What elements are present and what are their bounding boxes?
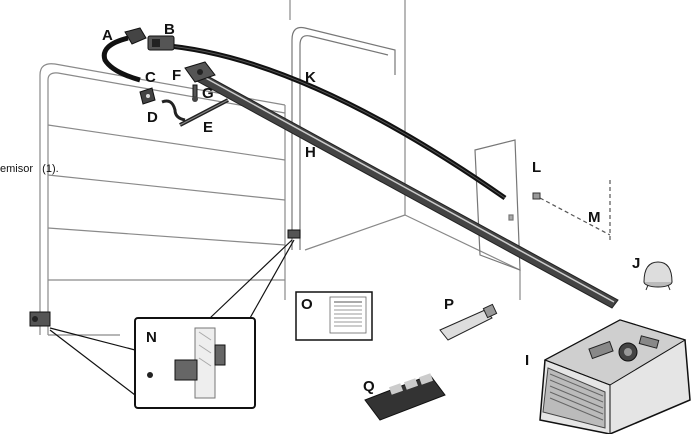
part-g-bolt — [192, 84, 198, 102]
part-f-trolley — [184, 61, 216, 83]
label-i: I — [525, 352, 529, 369]
part-c-bracket — [139, 87, 156, 105]
door-sensor-left — [29, 311, 51, 327]
part-d-strap — [161, 99, 186, 122]
label-a: A — [102, 27, 113, 44]
label-o: O — [301, 296, 313, 313]
part-e-arm — [179, 98, 229, 127]
belt-a — [101, 35, 141, 83]
label-e: E — [203, 119, 213, 136]
part-p-tube — [439, 303, 498, 341]
label-q: Q — [363, 378, 375, 395]
part-o-label — [295, 291, 373, 341]
caption-text: emisor (1). — [0, 163, 59, 175]
part-l-bracket — [532, 192, 541, 200]
part-labels: A B C D E F G H I J K L M N O P Q — [102, 21, 640, 395]
label-d: D — [147, 109, 158, 126]
label-k: K — [305, 69, 316, 86]
label-g: G — [202, 85, 214, 102]
label-p: P — [444, 296, 454, 313]
door-frame-right — [291, 26, 396, 250]
part-a-clip — [124, 27, 147, 45]
part-j-dome — [643, 261, 673, 291]
garage-door — [39, 63, 286, 336]
label-h: H — [305, 144, 316, 161]
label-f: F — [172, 67, 181, 84]
label-c: C — [145, 69, 156, 86]
callout-lines — [49, 239, 295, 396]
interior-door — [474, 139, 521, 271]
door-sensor-right — [287, 229, 301, 239]
part-i-motor — [539, 319, 691, 434]
detail-box-n — [134, 317, 256, 409]
room-outline — [289, 0, 521, 300]
belt-k — [157, 42, 507, 201]
dashed-wiring — [539, 180, 611, 240]
part-q-remote — [364, 373, 446, 421]
label-m: M — [588, 209, 601, 226]
part-b-bracket — [147, 35, 175, 51]
label-l: L — [532, 159, 541, 176]
label-j: J — [632, 255, 640, 272]
label-b: B — [164, 21, 175, 38]
label-n: N — [146, 329, 157, 346]
